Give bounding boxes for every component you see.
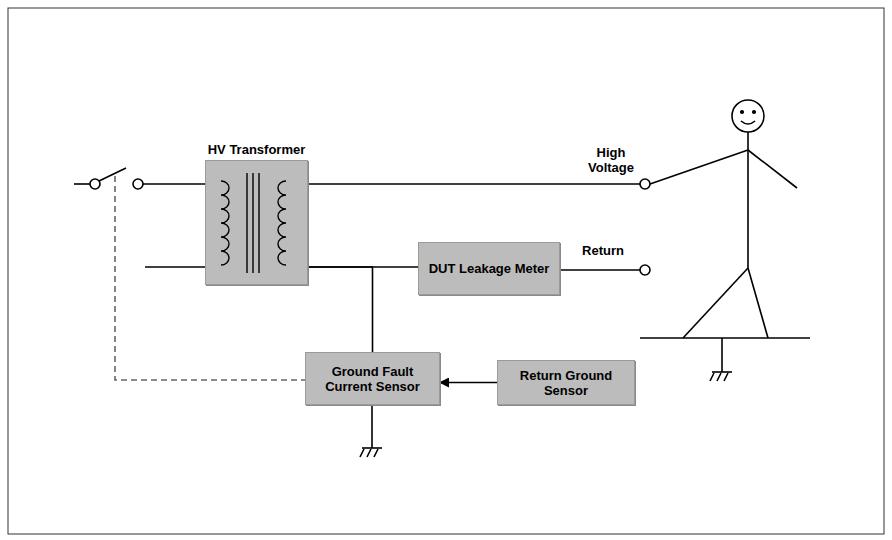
person-head xyxy=(732,100,764,132)
person-smile xyxy=(741,121,755,124)
wire-connector xyxy=(308,267,373,352)
meter-box: DUT Leakage Meter xyxy=(418,242,560,295)
ground-symbol xyxy=(362,447,382,449)
hv-terminal xyxy=(640,179,650,189)
arrow-connector xyxy=(440,382,497,384)
box-label: Return Ground Sensor xyxy=(504,368,628,398)
transformer-box: HV Transformer xyxy=(205,160,308,285)
switch-blade xyxy=(99,168,126,181)
box-label: Ground Fault Current Sensor xyxy=(312,364,433,394)
wire xyxy=(74,183,90,185)
transformer-coils xyxy=(206,161,309,286)
person-leg xyxy=(748,268,768,338)
terminal-label: Return xyxy=(572,243,634,258)
person-eye xyxy=(753,111,756,114)
wire xyxy=(560,269,640,271)
switch-contact xyxy=(90,179,100,189)
wire xyxy=(308,183,640,185)
person-arm xyxy=(748,150,797,188)
box-heading: HV Transformer xyxy=(208,142,306,157)
ground-symbol xyxy=(710,373,728,381)
wire xyxy=(371,405,373,448)
return-terminal xyxy=(640,265,650,275)
sensor-box: Return Ground Sensor xyxy=(497,360,635,405)
ground-symbol xyxy=(712,371,732,373)
person-eye xyxy=(741,111,744,114)
switch-contact xyxy=(133,179,143,189)
wire xyxy=(143,183,205,185)
box-label: DUT Leakage Meter xyxy=(429,261,550,276)
sensor-box: Ground Fault Current Sensor xyxy=(305,352,440,405)
person-arm xyxy=(650,150,748,184)
terminal-label: High Voltage xyxy=(580,145,642,175)
ground-symbol xyxy=(360,449,378,457)
wire xyxy=(145,266,205,268)
person-body xyxy=(747,132,749,268)
frame xyxy=(8,8,884,534)
floor-line xyxy=(640,337,810,339)
wire xyxy=(721,338,723,372)
person-leg xyxy=(683,268,748,338)
